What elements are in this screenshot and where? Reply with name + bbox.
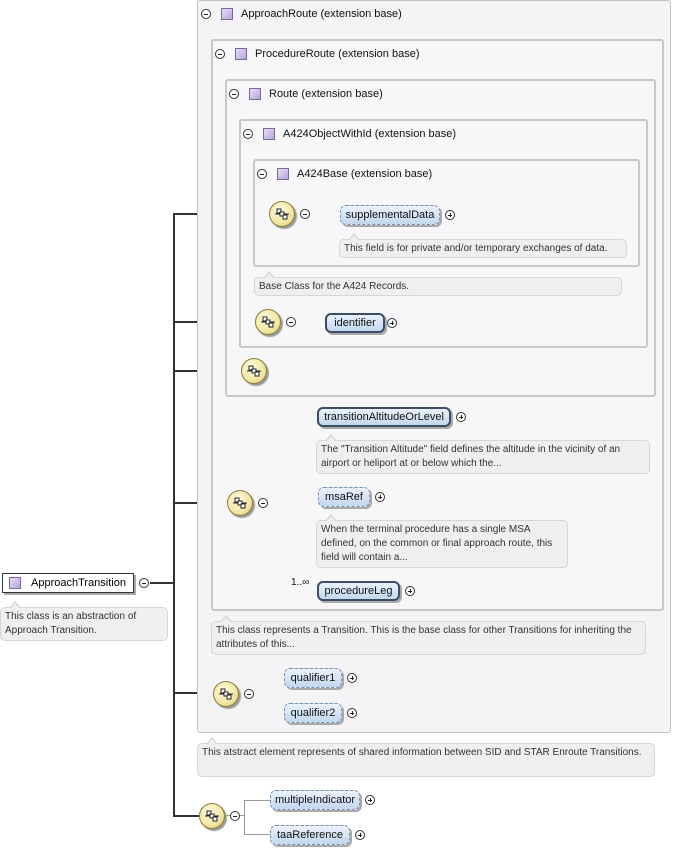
element-msa-ref[interactable]: msaRef	[318, 487, 370, 507]
annotation-msa-ref: When the terminal procedure has a single…	[316, 514, 568, 568]
sequence-compositor[interactable]	[227, 490, 253, 516]
expand-icon[interactable]	[405, 586, 415, 596]
sequence-compositor[interactable]	[241, 358, 267, 384]
collapse-icon[interactable]	[243, 129, 253, 139]
element-label: msaRef	[325, 491, 363, 503]
annotation-transition-altitude: The "Transition Altitude" field defines …	[316, 434, 650, 474]
expand-icon[interactable]	[387, 318, 397, 328]
type-title: A424Base (extension base)	[297, 168, 433, 180]
type-header-a424-object-with-id[interactable]: A424ObjectWithId (extension base)	[243, 125, 456, 143]
sequence-compositor-icon	[219, 688, 233, 700]
expand-icon[interactable]	[445, 210, 455, 220]
element-label: supplementalData	[345, 209, 435, 221]
collapse-icon[interactable]	[230, 811, 240, 821]
sequence-compositor-icon	[233, 497, 247, 509]
expand-icon[interactable]	[347, 673, 357, 683]
element-label: qualifier1	[290, 672, 336, 684]
type-title: Route (extension base)	[269, 88, 383, 100]
element-label: multipleIndicator	[274, 794, 356, 806]
sequence-compositor[interactable]	[199, 803, 225, 829]
complex-type-icon	[263, 128, 275, 140]
complex-type-icon	[9, 577, 21, 589]
expand-icon[interactable]	[375, 492, 385, 502]
element-supplemental-data[interactable]: supplementalData	[340, 205, 440, 225]
collapse-icon[interactable]	[300, 209, 310, 219]
sequence-compositor-icon	[275, 208, 289, 220]
root-element-label: ApproachTransition	[31, 577, 126, 589]
type-header-approach-route[interactable]: ApproachRoute (extension base)	[201, 5, 402, 23]
type-title: ApproachRoute (extension base)	[241, 8, 402, 20]
occurrence-label: 1..∞	[291, 577, 310, 588]
expand-icon[interactable]	[365, 795, 375, 805]
collapse-icon[interactable]	[229, 89, 239, 99]
element-label: procedureLeg	[324, 585, 393, 597]
element-multiple-indicator[interactable]: multipleIndicator	[270, 790, 360, 810]
element-transition-altitude-or-level[interactable]: transitionAltitudeOrLevel	[317, 407, 451, 427]
expand-icon[interactable]	[456, 412, 466, 422]
sequence-compositor-icon	[205, 810, 219, 822]
sequence-compositor-icon	[261, 316, 275, 328]
element-procedure-leg[interactable]: procedureLeg	[317, 581, 400, 601]
sequence-compositor-icon	[247, 365, 261, 377]
element-label: transitionAltitudeOrLevel	[324, 411, 444, 423]
expand-icon[interactable]	[355, 830, 365, 840]
collapse-icon[interactable]	[201, 9, 211, 19]
collapse-icon[interactable]	[286, 317, 296, 327]
type-title: ProcedureRoute (extension base)	[255, 48, 420, 60]
element-identifier[interactable]: identifier	[325, 313, 385, 333]
complex-type-icon	[235, 48, 247, 60]
type-header-route[interactable]: Route (extension base)	[229, 85, 383, 103]
sequence-compositor[interactable]	[213, 681, 239, 707]
collapse-icon[interactable]	[244, 689, 254, 699]
sequence-compositor[interactable]	[269, 201, 295, 227]
element-qualifier2[interactable]: qualifier2	[284, 703, 342, 723]
complex-type-icon	[221, 8, 233, 20]
collapse-icon[interactable]	[139, 578, 149, 588]
root-element[interactable]: ApproachTransition	[2, 573, 134, 593]
element-taa-reference[interactable]: taaReference	[270, 825, 350, 845]
element-label: taaReference	[276, 829, 344, 841]
expand-icon[interactable]	[347, 708, 357, 718]
element-label: identifier	[334, 317, 376, 329]
sequence-compositor[interactable]	[255, 309, 281, 335]
annotation-procedure-route: This class represents a Transition. This…	[211, 615, 646, 655]
annotation-supplemental-data: This field is for private and/or tempora…	[339, 233, 627, 258]
complex-type-icon	[277, 168, 289, 180]
type-header-a424-base[interactable]: A424Base (extension base)	[257, 165, 432, 183]
root-annotation: This class is an abstraction of Approach…	[0, 601, 168, 641]
element-label: qualifier2	[290, 707, 336, 719]
collapse-icon[interactable]	[257, 169, 267, 179]
collapse-icon[interactable]	[258, 498, 268, 508]
annotation-approach-route: This atstract element represents of shar…	[197, 737, 655, 777]
complex-type-icon	[249, 88, 261, 100]
annotation-a424-base: Base Class for the A424 Records.	[254, 271, 622, 296]
type-title: A424ObjectWithId (extension base)	[283, 128, 457, 140]
element-qualifier1[interactable]: qualifier1	[284, 668, 342, 688]
collapse-icon[interactable]	[215, 49, 225, 59]
type-header-procedure-route[interactable]: ProcedureRoute (extension base)	[215, 45, 419, 63]
